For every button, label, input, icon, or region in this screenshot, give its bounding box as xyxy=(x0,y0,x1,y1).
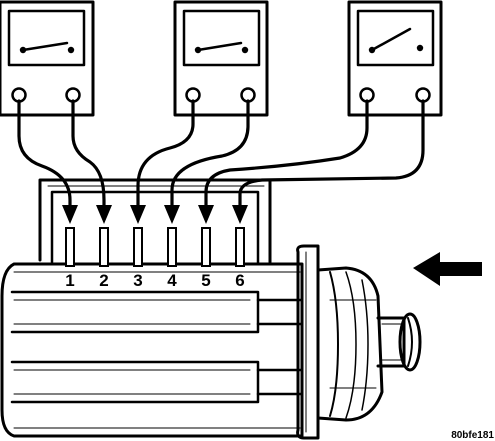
probe-arrow-icon xyxy=(62,205,78,224)
terminal-pin-label-6: 6 xyxy=(235,271,244,290)
meter-2 xyxy=(173,0,269,117)
terminal-pin-label-5: 5 xyxy=(201,271,210,290)
meter-3 xyxy=(347,0,443,117)
test-lead-meter1-pin2 xyxy=(71,99,106,208)
figure-code: 80bfe181 xyxy=(451,430,494,441)
terminal-pins xyxy=(65,227,245,267)
switch-plunger xyxy=(376,312,422,372)
test-lead-meter1-pin1 xyxy=(17,99,72,208)
terminal-pin-label-4: 4 xyxy=(167,271,177,290)
probe-arrow-icon xyxy=(96,205,112,224)
terminal-pin-3 xyxy=(133,227,143,267)
probe-arrow-icon xyxy=(232,205,248,224)
probe-tips xyxy=(62,205,248,224)
meter-1 xyxy=(0,0,95,117)
terminal-pin-2 xyxy=(99,227,109,267)
test-lead-meter2-pin3 xyxy=(136,99,195,208)
switch-symbol-closed-icon xyxy=(19,41,75,54)
terminal-pin-labels: 1 2 3 4 5 6 xyxy=(65,271,244,290)
switch-symbol-closed-icon xyxy=(194,41,249,54)
terminal-pin-label-1: 1 xyxy=(65,271,74,290)
switch-flange xyxy=(296,244,384,440)
switch-body xyxy=(0,262,304,438)
test-leads xyxy=(17,99,425,208)
terminal-pin-5 xyxy=(201,227,211,267)
terminal-pin-label-2: 2 xyxy=(99,271,108,290)
terminal-pin-1 xyxy=(65,227,75,267)
test-lead-meter3-pin5 xyxy=(204,99,369,208)
probe-arrow-icon xyxy=(164,205,180,224)
terminal-pin-4 xyxy=(167,227,177,267)
terminal-pin-label-3: 3 xyxy=(133,271,142,290)
terminal-pin-6 xyxy=(235,227,245,267)
switch-symbol-open-icon xyxy=(368,27,424,54)
connector-bracket xyxy=(38,178,272,266)
test-lead-meter2-pin4 xyxy=(170,99,250,208)
left-arrow-icon xyxy=(413,252,482,286)
test-lead-meter3-pin6 xyxy=(238,99,425,208)
probe-arrow-icon xyxy=(130,205,146,224)
probe-arrow-icon xyxy=(198,205,214,224)
